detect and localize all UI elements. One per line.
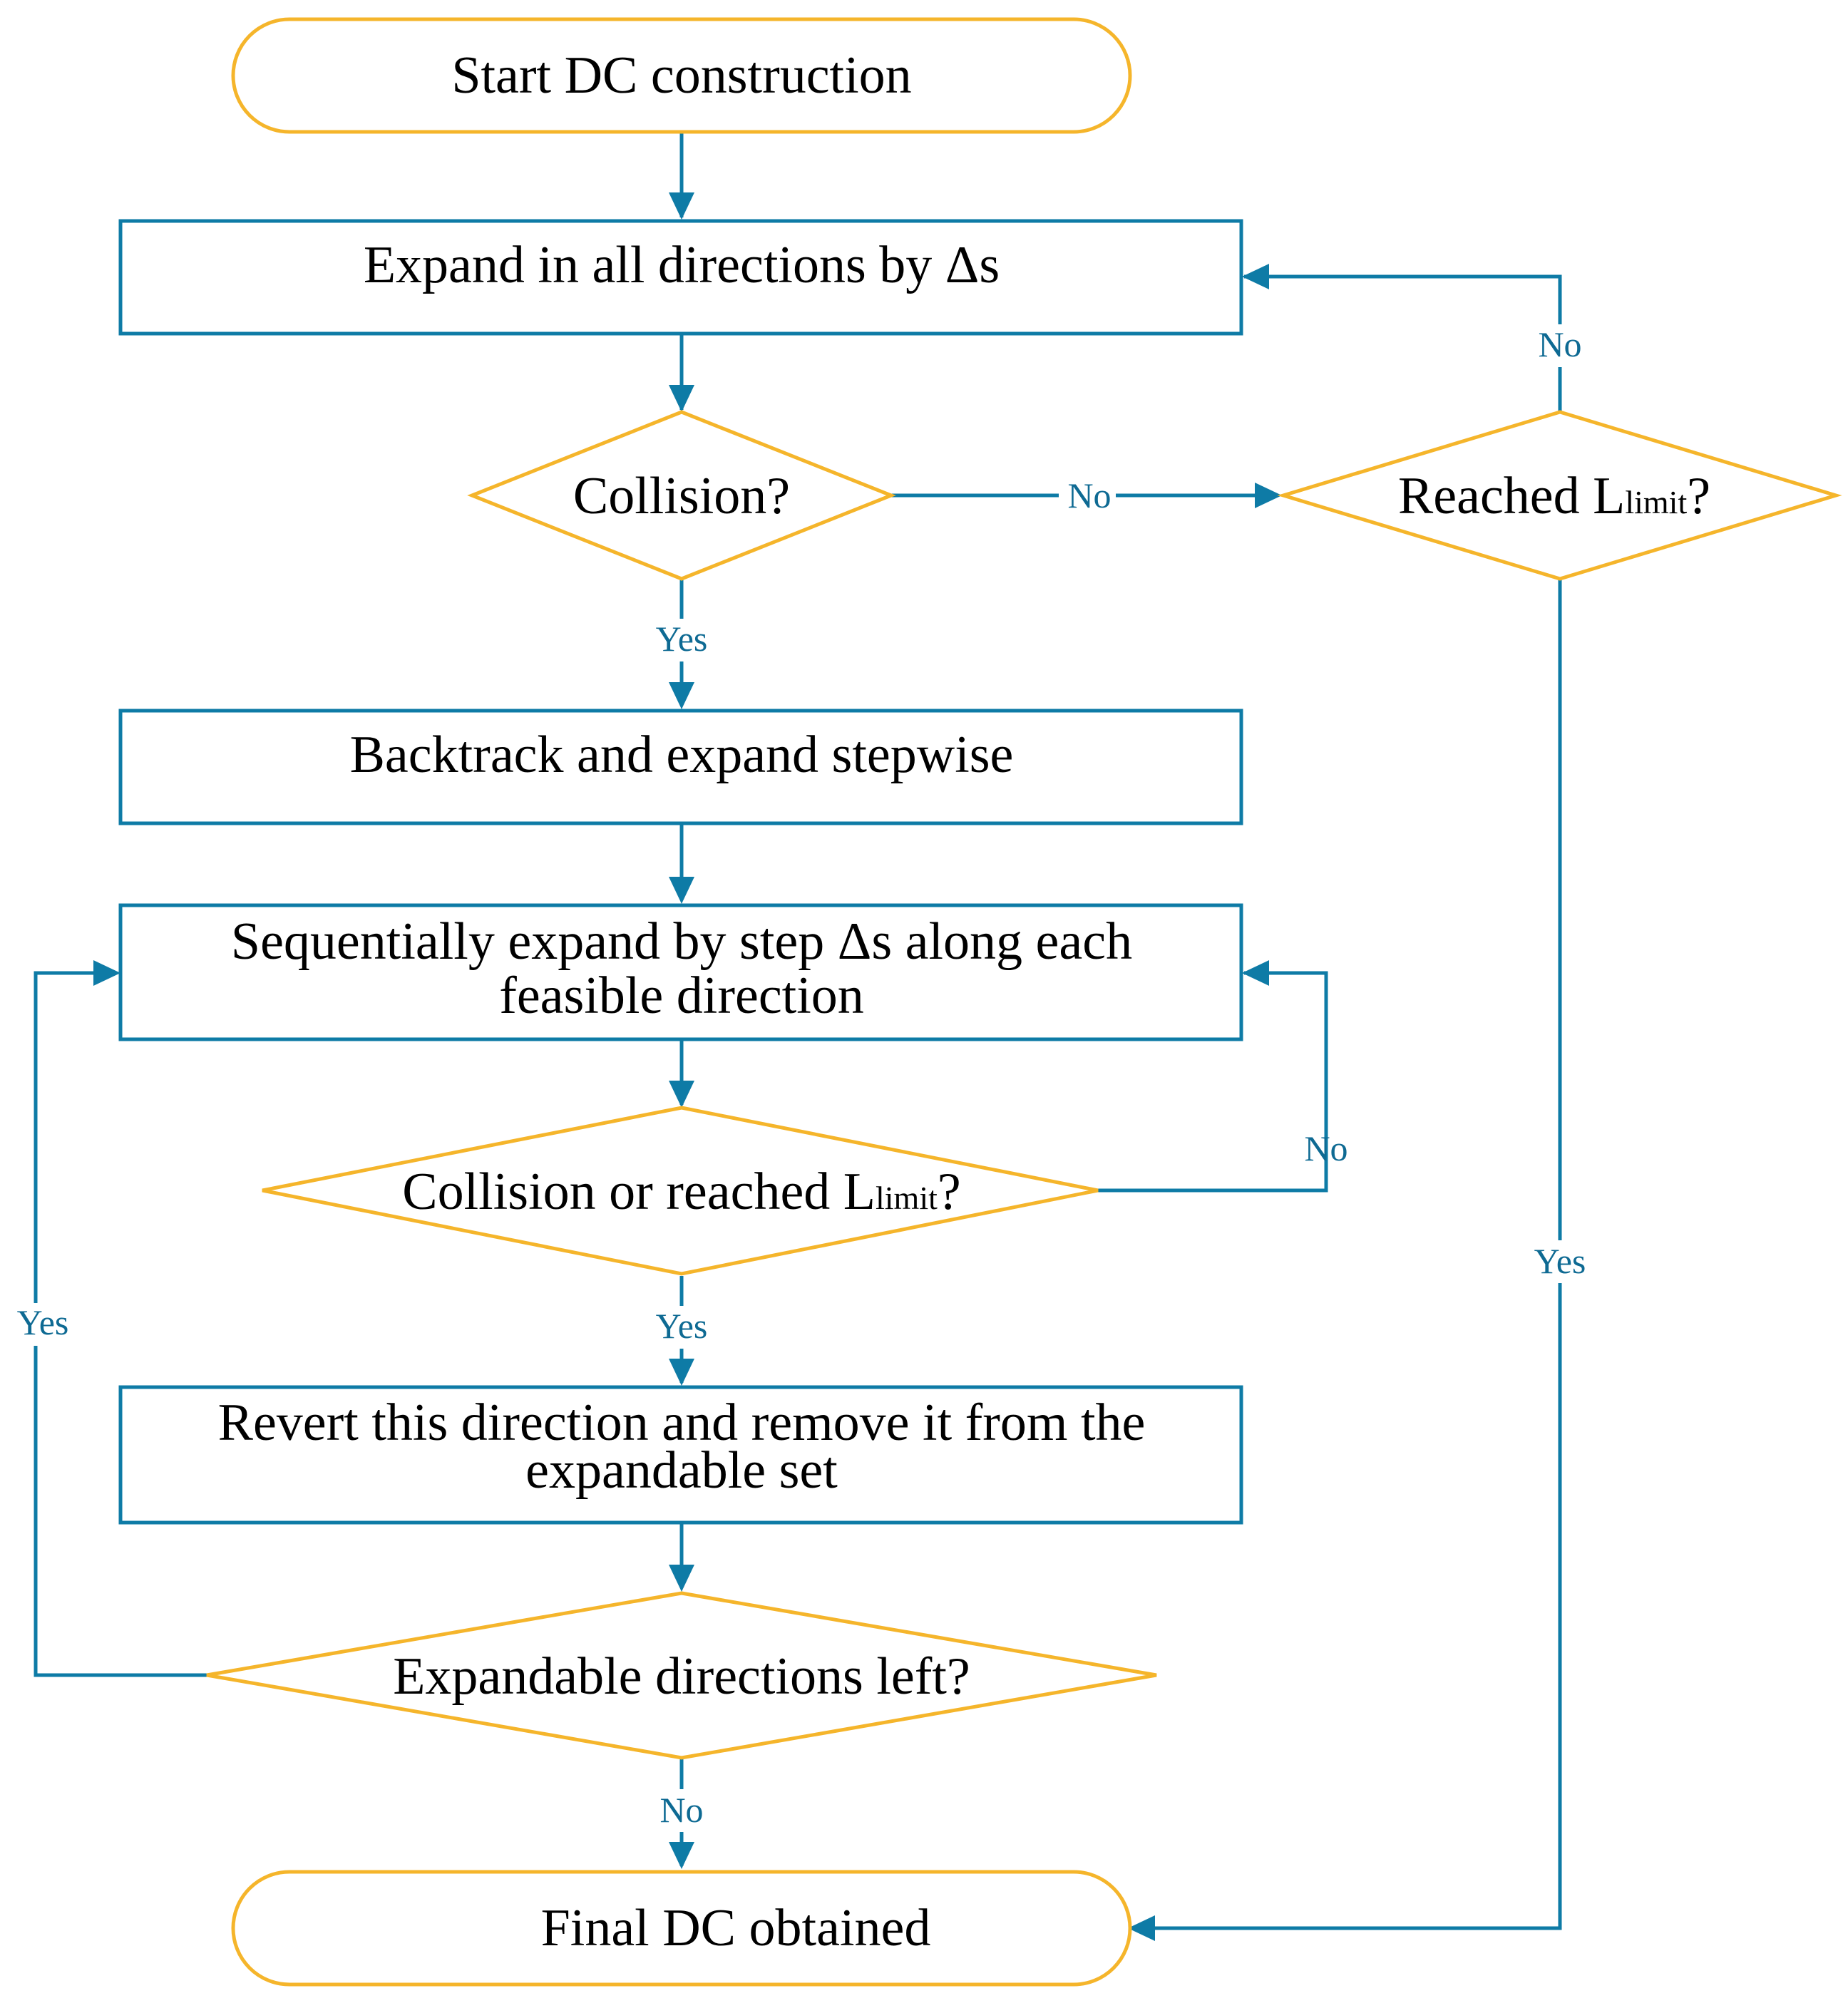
arrowhead-right: [93, 960, 120, 986]
collision-or-limit-decision: Collision or reached Llimit?: [262, 1106, 1099, 1276]
edge-labels: No No Yes No Yes Yes Yes No: [7, 324, 1598, 1832]
collision-or-limit-label: Collision or reached Llimit?: [402, 1163, 961, 1221]
arrowhead-left: [1128, 1915, 1155, 1941]
final-node: Final DC obtained: [231, 1870, 1132, 1987]
revert-line1: Revert this direction and remove it from…: [218, 1394, 1146, 1452]
collision-label: Collision?: [573, 467, 790, 525]
arrowhead-down: [669, 877, 694, 904]
edge-label-collision2-no: No: [1304, 1128, 1348, 1168]
expandable-left-label: Expandable directions left?: [393, 1647, 970, 1706]
arrowhead-down: [669, 682, 694, 709]
final-label: Final DC obtained: [541, 1899, 931, 1957]
expandable-left-decision: Expandable directions left?: [206, 1591, 1157, 1760]
expand-all-node: Expand in all directions by Δs: [118, 219, 1243, 336]
arrowheads: [93, 192, 1282, 1941]
collision-or-limit-text: Collision or reached L: [402, 1163, 876, 1221]
expand-all-label: Expand in all directions by Δs: [364, 236, 1000, 294]
reached-limit-subscript: limit: [1625, 484, 1687, 520]
arrowhead-down: [669, 1565, 694, 1592]
edge-label-left-yes: Yes: [17, 1302, 69, 1342]
start-label: Start DC construction: [451, 46, 911, 105]
arrowhead-left: [1242, 264, 1269, 289]
edge-label-collision1-no: No: [1067, 475, 1111, 515]
edge-collision2-no-to-seq: [1098, 971, 1328, 1193]
arrowhead-down: [669, 192, 694, 220]
start-node: Start DC construction: [231, 17, 1132, 134]
arrowhead-down: [669, 1842, 694, 1869]
arrowhead-left: [1242, 960, 1269, 986]
reached-limit-suffix: ?: [1687, 467, 1710, 525]
edge-label-collision1-yes: Yes: [656, 619, 708, 659]
arrowhead-down: [669, 1359, 694, 1386]
arrowhead-down: [669, 385, 694, 412]
backtrack-label: Backtrack and expand stepwise: [350, 726, 1014, 784]
sequential-expand-node: Sequentially expand by step Δs along eac…: [118, 903, 1243, 1041]
revert-line2: expandable set: [525, 1441, 838, 1500]
arrowhead-down: [669, 1081, 694, 1108]
edge-label-collision2-yes: Yes: [656, 1306, 708, 1346]
collision-or-limit-subscript: limit: [876, 1180, 938, 1216]
edge-label-limit-no: No: [1538, 324, 1581, 364]
revert-node: Revert this direction and remove it from…: [118, 1385, 1243, 1525]
edge-limit-no-to-expand: [1244, 274, 1562, 412]
reached-limit-decision: Reached Llimit?: [1277, 410, 1842, 581]
reached-limit-label: Reached Llimit?: [1398, 467, 1710, 525]
reached-limit-text: Reached L: [1398, 467, 1625, 525]
sequential-expand-line2: feasible direction: [499, 967, 864, 1025]
collision-decision: Collision?: [467, 410, 896, 581]
collision-or-limit-suffix: ?: [938, 1163, 961, 1221]
edge-label-left-no: No: [659, 1790, 703, 1830]
edge-label-limit-yes: Yes: [1534, 1241, 1586, 1281]
sequential-expand-line1: Sequentially expand by step Δs along eac…: [231, 912, 1132, 971]
edge-limit-yes-to-final: [1130, 579, 1562, 1930]
backtrack-node: Backtrack and expand stepwise: [118, 709, 1243, 825]
arrowhead-right: [1255, 483, 1282, 508]
